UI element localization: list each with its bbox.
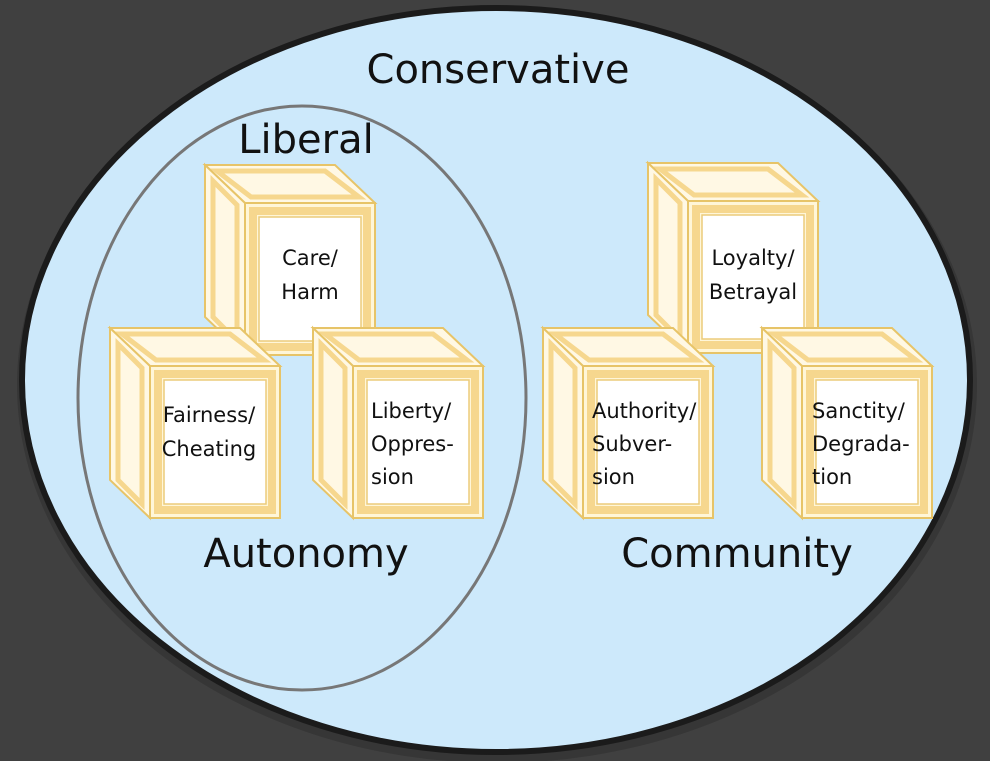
authority-subversion-line3: sion xyxy=(592,465,635,489)
authority-subversion-block: Authority/ Subver- sion xyxy=(543,328,713,518)
loyalty-betrayal-line1: Loyalty/ xyxy=(711,246,795,270)
loyalty-betrayal-line2: Betrayal xyxy=(709,280,797,304)
community-label: Community xyxy=(621,531,853,577)
liberal-ellipse xyxy=(76,104,528,692)
autonomy-label: Autonomy xyxy=(203,531,408,577)
loyalty-betrayal-block: Loyalty/ Betrayal xyxy=(648,163,818,353)
conservative-label: Conservative xyxy=(367,47,630,93)
care-harm-line2: Harm xyxy=(281,280,338,304)
liberty-oppression-line1: Liberty/ xyxy=(371,399,452,423)
authority-subversion-line2: Subver- xyxy=(592,432,672,456)
liberal-label: Liberal xyxy=(238,117,373,163)
fairness-cheating-line1: Fairness/ xyxy=(163,403,256,427)
liberty-oppression-line2: Oppres- xyxy=(371,432,454,456)
sanctity-degradation-line3: tion xyxy=(812,465,852,489)
fairness-cheating-block: Fairness/ Cheating xyxy=(110,328,280,518)
sanctity-degradation-line2: Degrada- xyxy=(812,432,910,456)
liberty-oppression-block: Liberty/ Oppres- sion xyxy=(313,328,483,518)
fairness-cheating-line2: Cheating xyxy=(162,437,256,461)
authority-subversion-line1: Authority/ xyxy=(592,399,697,423)
care-harm-line1: Care/ xyxy=(282,246,339,270)
sanctity-degradation-block: Sanctity/ Degrada- tion xyxy=(762,328,932,518)
care-harm-block: Care/ Harm xyxy=(205,165,375,355)
liberty-oppression-line3: sion xyxy=(371,465,414,489)
sanctity-degradation-line1: Sanctity/ xyxy=(812,399,906,423)
